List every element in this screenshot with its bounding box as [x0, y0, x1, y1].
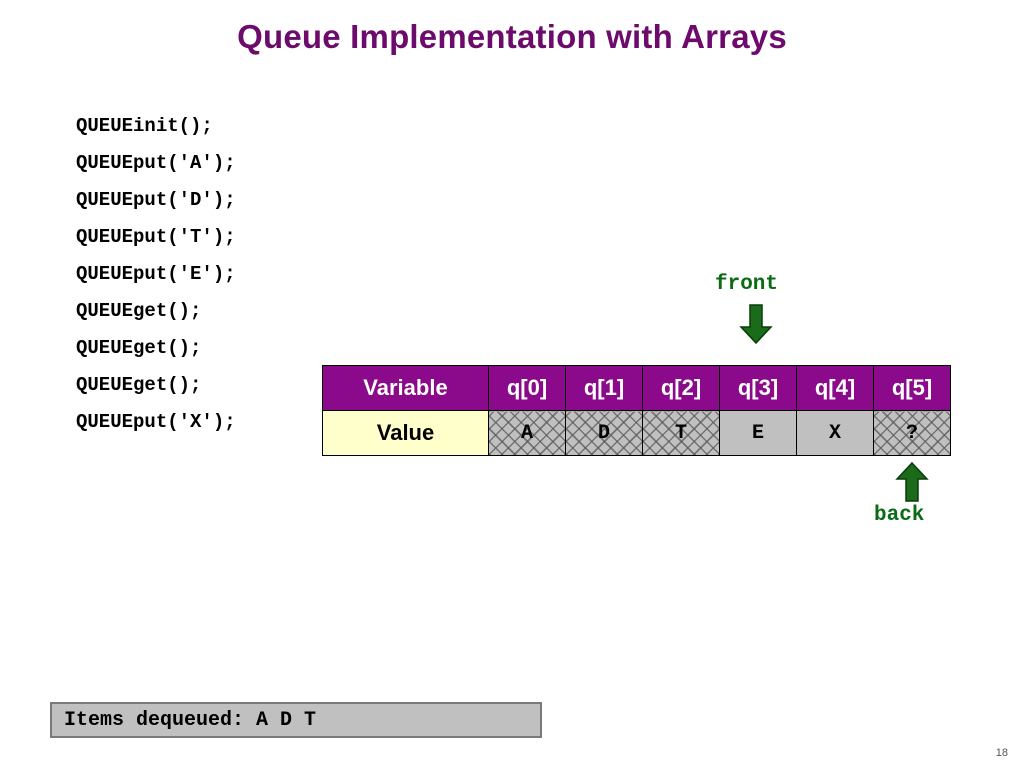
column-header-q1: q[1] — [565, 365, 643, 411]
queue-array-table: Variable q[0] q[1] q[2] q[3] q[4] q[5] V… — [322, 365, 951, 456]
status-text: Items dequeued: A D T — [64, 708, 317, 732]
column-header-q2: q[2] — [642, 365, 720, 411]
cell-q4-text: X — [828, 421, 841, 445]
row-header-value: Value — [322, 410, 489, 456]
cell-q1-text: D — [597, 421, 610, 445]
back-pointer-label: back — [874, 504, 925, 527]
column-header-q4: q[4] — [796, 365, 874, 411]
code-line: QUEUEinit(); — [76, 115, 213, 137]
cell-q5: ? — [873, 410, 951, 456]
cell-q3: E — [719, 410, 797, 456]
code-line: QUEUEput('X'); — [76, 411, 236, 433]
cell-q3-text: E — [751, 421, 764, 445]
back-arrow-up-icon — [895, 461, 929, 502]
code-line: QUEUEget(); — [76, 300, 202, 322]
page-number: 18 — [995, 747, 1008, 759]
cell-q5-text: ? — [905, 421, 918, 445]
front-arrow-down-icon — [739, 304, 773, 345]
row-header-variable: Variable — [322, 365, 489, 411]
status-box: Items dequeued: A D T — [50, 702, 542, 738]
front-pointer-label: front — [715, 273, 779, 296]
code-line: QUEUEget(); — [76, 337, 202, 359]
code-line: QUEUEput('E'); — [76, 263, 236, 285]
column-header-q5: q[5] — [873, 365, 951, 411]
column-header-q3: q[3] — [719, 365, 797, 411]
page-title: Queue Implementation with Arrays — [237, 18, 787, 55]
cell-q0-text: A — [520, 421, 533, 445]
cell-q1: D — [565, 410, 643, 456]
code-line: QUEUEput('A'); — [76, 152, 236, 174]
code-line: QUEUEput('T'); — [76, 226, 236, 248]
code-listing: QUEUEinit(); QUEUEput('A'); QUEUEput('D'… — [76, 108, 236, 441]
column-header-q0: q[0] — [488, 365, 566, 411]
cell-q4: X — [796, 410, 874, 456]
code-line: QUEUEget(); — [76, 374, 202, 396]
cell-q2: T — [642, 410, 720, 456]
cell-q2-text: T — [674, 421, 687, 445]
table-row-value: Value A D T E X ? — [322, 410, 951, 456]
table-row-variable: Variable q[0] q[1] q[2] q[3] q[4] q[5] — [322, 365, 951, 411]
cell-q0: A — [488, 410, 566, 456]
code-line: QUEUEput('D'); — [76, 189, 236, 211]
